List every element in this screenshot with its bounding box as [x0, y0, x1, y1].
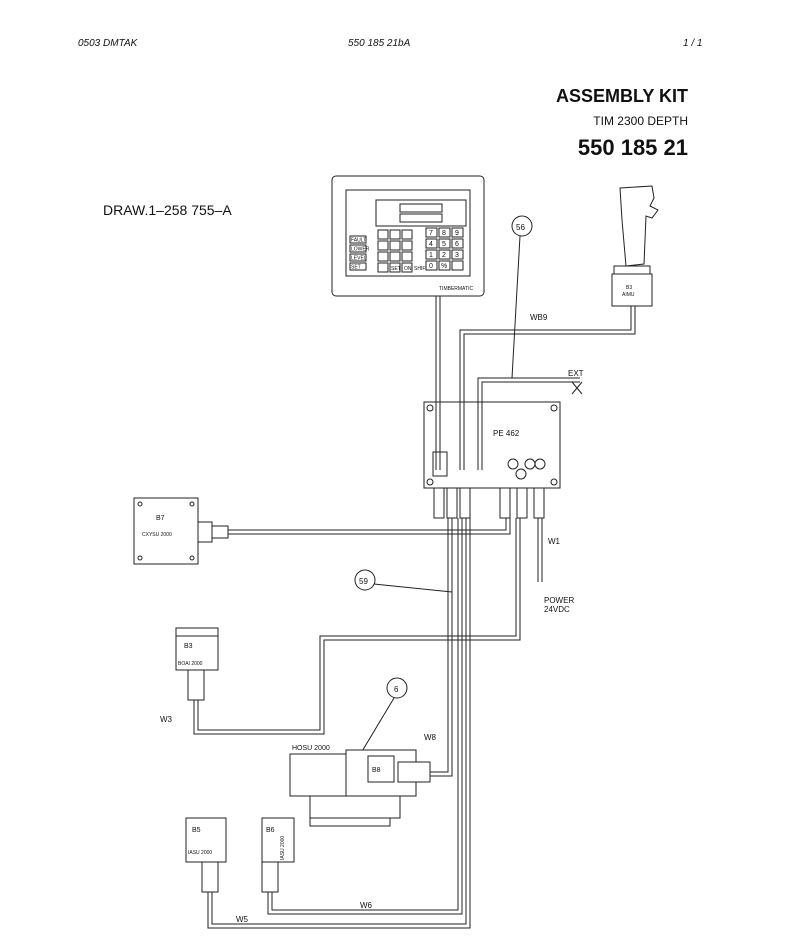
joystick-id: B3 [626, 285, 632, 291]
callouts: 56 59 6 [354, 215, 533, 699]
sensor-b3-boai: B3 BOAI 2000 [175, 627, 219, 701]
b5-id: B5 [192, 827, 201, 834]
b5-type: IASU 2000 [188, 850, 212, 856]
key-lower: LOWER [351, 247, 370, 253]
num-1: 1 [429, 252, 433, 259]
b6-type: IASU 2000 [280, 836, 286, 860]
label-w3: W3 [160, 715, 173, 724]
label-wb9: WB9 [530, 313, 548, 322]
num-0: 0 [429, 263, 433, 270]
num-5: 5 [442, 241, 446, 248]
header-code: 0503 DMTAK [78, 38, 138, 49]
num-8: 8 [442, 230, 446, 237]
label-w1: W1 [548, 537, 561, 546]
key-set-side: SET [351, 265, 361, 271]
pe-label: PE 462 [493, 429, 520, 438]
label-ext: EXT [568, 369, 584, 378]
key-level: LEVEL [351, 256, 367, 262]
key-set: SET [391, 266, 401, 272]
num-6: 6 [455, 241, 459, 248]
b8-id: B8 [372, 767, 381, 774]
cables [193, 235, 636, 929]
joystick-handle: B3 AIMU [611, 185, 659, 307]
sensor-b6: B6 IASU 2000 [261, 817, 295, 893]
num-4: 4 [429, 241, 433, 248]
label-w6: W6 [360, 901, 373, 910]
b8-type: HOSU 2000 [292, 745, 330, 752]
display-function-keys: SET ON SHIFT [377, 229, 428, 273]
b3-id: B3 [184, 643, 193, 650]
label-power: POWER [544, 596, 574, 605]
page-title: ASSEMBLY KIT [555, 86, 688, 106]
sensor-b8-hosu: B8 HOSU 2000 [289, 745, 431, 827]
joystick-type: AIMU [622, 292, 635, 298]
sensor-b7: B7 CXYSU 2000 [133, 497, 229, 565]
display-side-keys: FAULT LOWER LEVEL SET [349, 235, 370, 271]
b7-id: B7 [156, 515, 165, 522]
b7-type: CXYSU 2000 [142, 532, 172, 538]
num-3: 3 [455, 252, 459, 259]
callout-56: 56 [516, 223, 525, 232]
callout-59: 59 [359, 577, 368, 586]
display-brand: TIMBERMATIC [439, 286, 473, 292]
num-7: 7 [429, 230, 433, 237]
header-page: 1 / 1 [683, 38, 703, 49]
header-docid: 550 185 21bA [348, 38, 411, 49]
label-w5: W5 [236, 915, 249, 924]
sensor-b5: B5 IASU 2000 [185, 817, 227, 893]
b6-id: B6 [266, 827, 275, 834]
num-9: 9 [455, 230, 459, 237]
num-2: 2 [442, 252, 446, 259]
callout-6: 6 [394, 685, 399, 694]
wire-labels: WB9 EXT W1 POWER 24VDC W3 W8 W6 W5 [160, 313, 584, 924]
b3-type: BOAI 2000 [178, 661, 203, 667]
label-voltage: 24VDC [544, 605, 570, 614]
drawing-reference: DRAW.1–258 755–A [103, 202, 232, 218]
label-w8: W8 [424, 733, 437, 742]
key-fault: FAULT [351, 238, 366, 244]
part-number: 550 185 21 [577, 135, 688, 160]
pe-462-box: PE 462 [423, 401, 561, 519]
page-subtitle: TIM 2300 DEPTH [593, 114, 688, 128]
key-shift: SHIFT [414, 266, 428, 272]
display-unit: TIMBERMATIC FAULT LOWER LEVEL SET [331, 175, 485, 297]
key-on: ON [404, 266, 412, 272]
num-percent: % [441, 263, 447, 270]
display-numpad: 7 8 9 4 5 6 1 2 3 0 % [425, 227, 464, 271]
